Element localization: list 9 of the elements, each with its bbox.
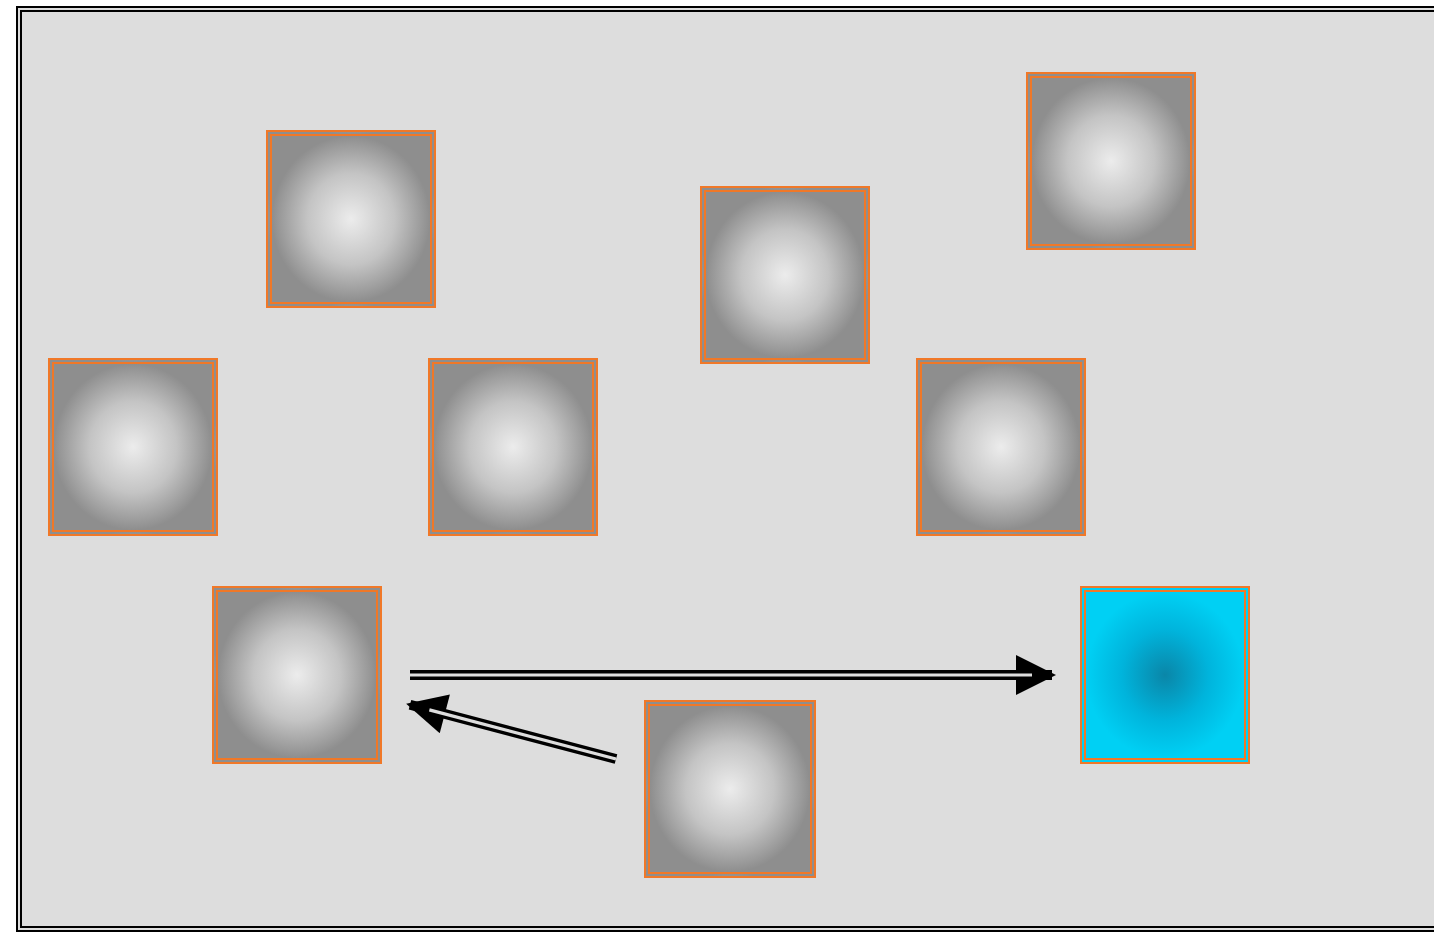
square-tile [428, 358, 598, 536]
square-tile [916, 358, 1086, 536]
square-tile [48, 358, 218, 536]
square-tile [700, 186, 870, 364]
square-tile [212, 586, 382, 764]
square-tile [1080, 586, 1250, 764]
square-tile [1026, 72, 1196, 250]
square-tile [266, 130, 436, 308]
square-tile [644, 700, 816, 878]
